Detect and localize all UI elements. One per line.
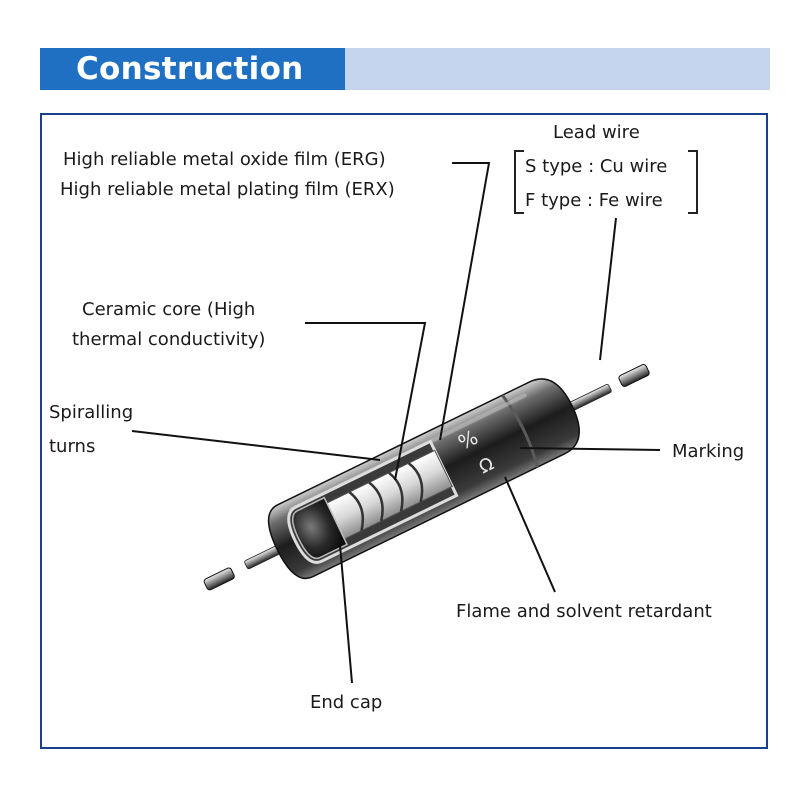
flame-label: Flame and solvent retardant bbox=[456, 601, 712, 622]
lead-wire-title: Lead wire bbox=[553, 122, 640, 143]
page-title: Construction bbox=[40, 48, 345, 90]
spiral-label-line2: turns bbox=[49, 436, 96, 457]
leader-lines bbox=[131, 162, 661, 684]
endcap-leader bbox=[339, 544, 353, 684]
spiral-turns bbox=[348, 462, 424, 531]
header-band: Construction bbox=[40, 48, 770, 90]
film-label-line2: High reliable metal plating film (ERX) bbox=[60, 179, 395, 200]
endcap-label: End cap bbox=[310, 692, 383, 713]
spiral-label-line1: Spiralling bbox=[49, 402, 134, 423]
spiral-leader bbox=[131, 430, 381, 461]
marking-label: Marking bbox=[672, 441, 745, 462]
ceramic-label-line1: Ceramic core (High bbox=[82, 299, 256, 320]
lead-f-type: F type : Fe wire bbox=[525, 190, 663, 211]
marking-leader bbox=[519, 447, 661, 451]
cutaway-window bbox=[287, 439, 459, 564]
film-leader bbox=[439, 162, 491, 441]
end-cap bbox=[291, 496, 349, 560]
ceramic-label-line2: thermal conductivity) bbox=[72, 329, 266, 350]
ceramic-leader bbox=[305, 322, 427, 481]
lead-s-type: S type : Cu wire bbox=[525, 156, 668, 177]
flame-leader bbox=[504, 476, 556, 593]
diagram-frame bbox=[40, 113, 768, 749]
film-label-line1: High reliable metal oxide film (ERG) bbox=[63, 149, 386, 170]
lead-bracket-left bbox=[514, 150, 524, 214]
lead-bracket-right bbox=[688, 150, 698, 214]
lead-leader bbox=[599, 217, 617, 361]
